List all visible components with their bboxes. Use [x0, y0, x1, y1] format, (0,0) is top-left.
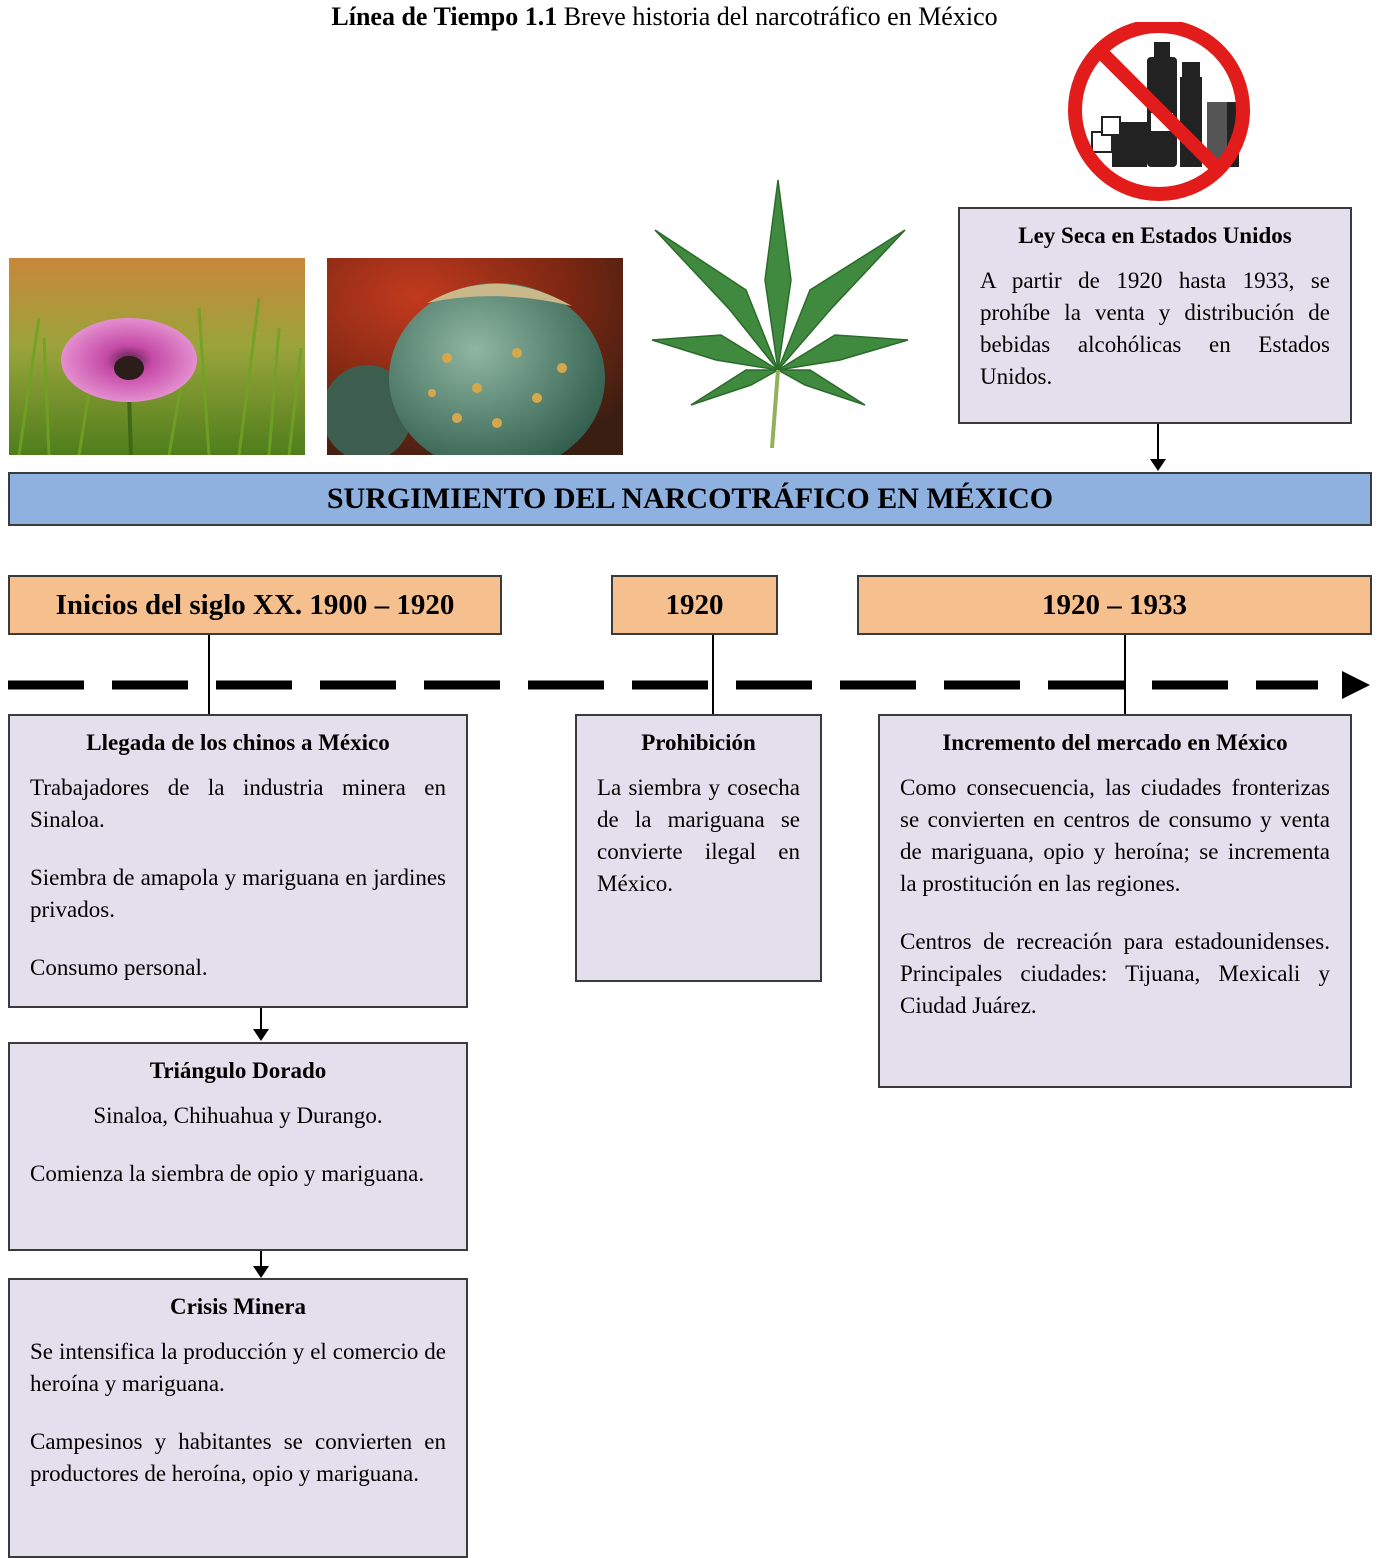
prohibicion-text: La siembra y cosecha de la mariguana se …: [597, 775, 800, 896]
period-1920: 1920: [611, 575, 778, 635]
timeline-axis: [8, 671, 1370, 699]
prohibicion-box: Prohibición La siembra y cosecha de la m…: [575, 714, 822, 982]
incremento-box: Incremento del mercado en México Como co…: [878, 714, 1352, 1088]
llegada-arrow: [253, 1029, 269, 1041]
period-1920-1933: 1920 – 1933: [857, 575, 1372, 635]
incremento-heading: Incremento del mercado en México: [942, 730, 1288, 755]
llegada-box: Llegada de los chinos a México Trabajado…: [8, 714, 468, 1008]
ley-seca-text: A partir de 1920 hasta 1933, se prohíbe …: [980, 268, 1330, 389]
triangulo-arrow: [253, 1266, 269, 1278]
llegada-text-2: Siembra de amapola y mariguana en jardin…: [30, 865, 446, 922]
ley-seca-arrow: [1150, 459, 1166, 471]
poppy-pod-photo: [327, 258, 623, 455]
llegada-heading: Llegada de los chinos a México: [86, 730, 390, 755]
triangulo-box: Triángulo Dorado Sinaloa, Chihuahua y Du…: [8, 1042, 468, 1251]
connector-period-1: [208, 635, 210, 715]
period-1900-1920: Inicios del siglo XX. 1900 – 1920: [8, 575, 502, 635]
triangulo-connector: [260, 1251, 262, 1267]
crisis-box: Crisis Minera Se intensifica la producci…: [8, 1278, 468, 1558]
llegada-connector: [260, 1008, 262, 1030]
llegada-text-1: Trabajadores de la industria minera en S…: [30, 775, 446, 832]
main-banner: SURGIMIENTO DEL NARCOTRÁFICO EN MÉXICO: [8, 472, 1372, 526]
prohibicion-heading: Prohibición: [641, 730, 756, 755]
llegada-text-3: Consumo personal.: [30, 955, 208, 980]
crisis-heading: Crisis Minera: [169, 1294, 307, 1319]
incremento-text-1: Como consecuencia, las ciudades fronteri…: [900, 775, 1330, 896]
poppy-flower-photo: [9, 258, 305, 455]
connector-period-2: [712, 635, 714, 715]
triangulo-text-1: Sinaloa, Chihuahua y Durango.: [93, 1103, 383, 1128]
ley-seca-heading: Ley Seca en Estados Unidos: [1018, 223, 1292, 248]
triangulo-text-2: Comienza la siembra de opio y mariguana.: [30, 1161, 425, 1186]
page-title: Línea de Tiempo 1.1 Breve historia del n…: [0, 2, 1329, 32]
cannabis-leaf-image: [650, 170, 912, 450]
crisis-text-2: Campesinos y habitantes se convierten en…: [30, 1429, 446, 1486]
ley-seca-box: Ley Seca en Estados Unidos A partir de 1…: [958, 207, 1352, 424]
triangulo-heading: Triángulo Dorado: [149, 1058, 327, 1083]
title-label: Línea de Tiempo 1.1: [331, 2, 558, 31]
crisis-text-1: Se intensifica la producción y el comerc…: [30, 1339, 446, 1396]
no-alcohol-sign: [1062, 22, 1257, 202]
connector-period-3: [1124, 635, 1126, 715]
incremento-text-2: Centros de recreación para estadounidens…: [900, 929, 1330, 1018]
ley-seca-connector: [1157, 424, 1159, 460]
title-text: Breve historia del narcotráfico en Méxic…: [563, 2, 998, 31]
